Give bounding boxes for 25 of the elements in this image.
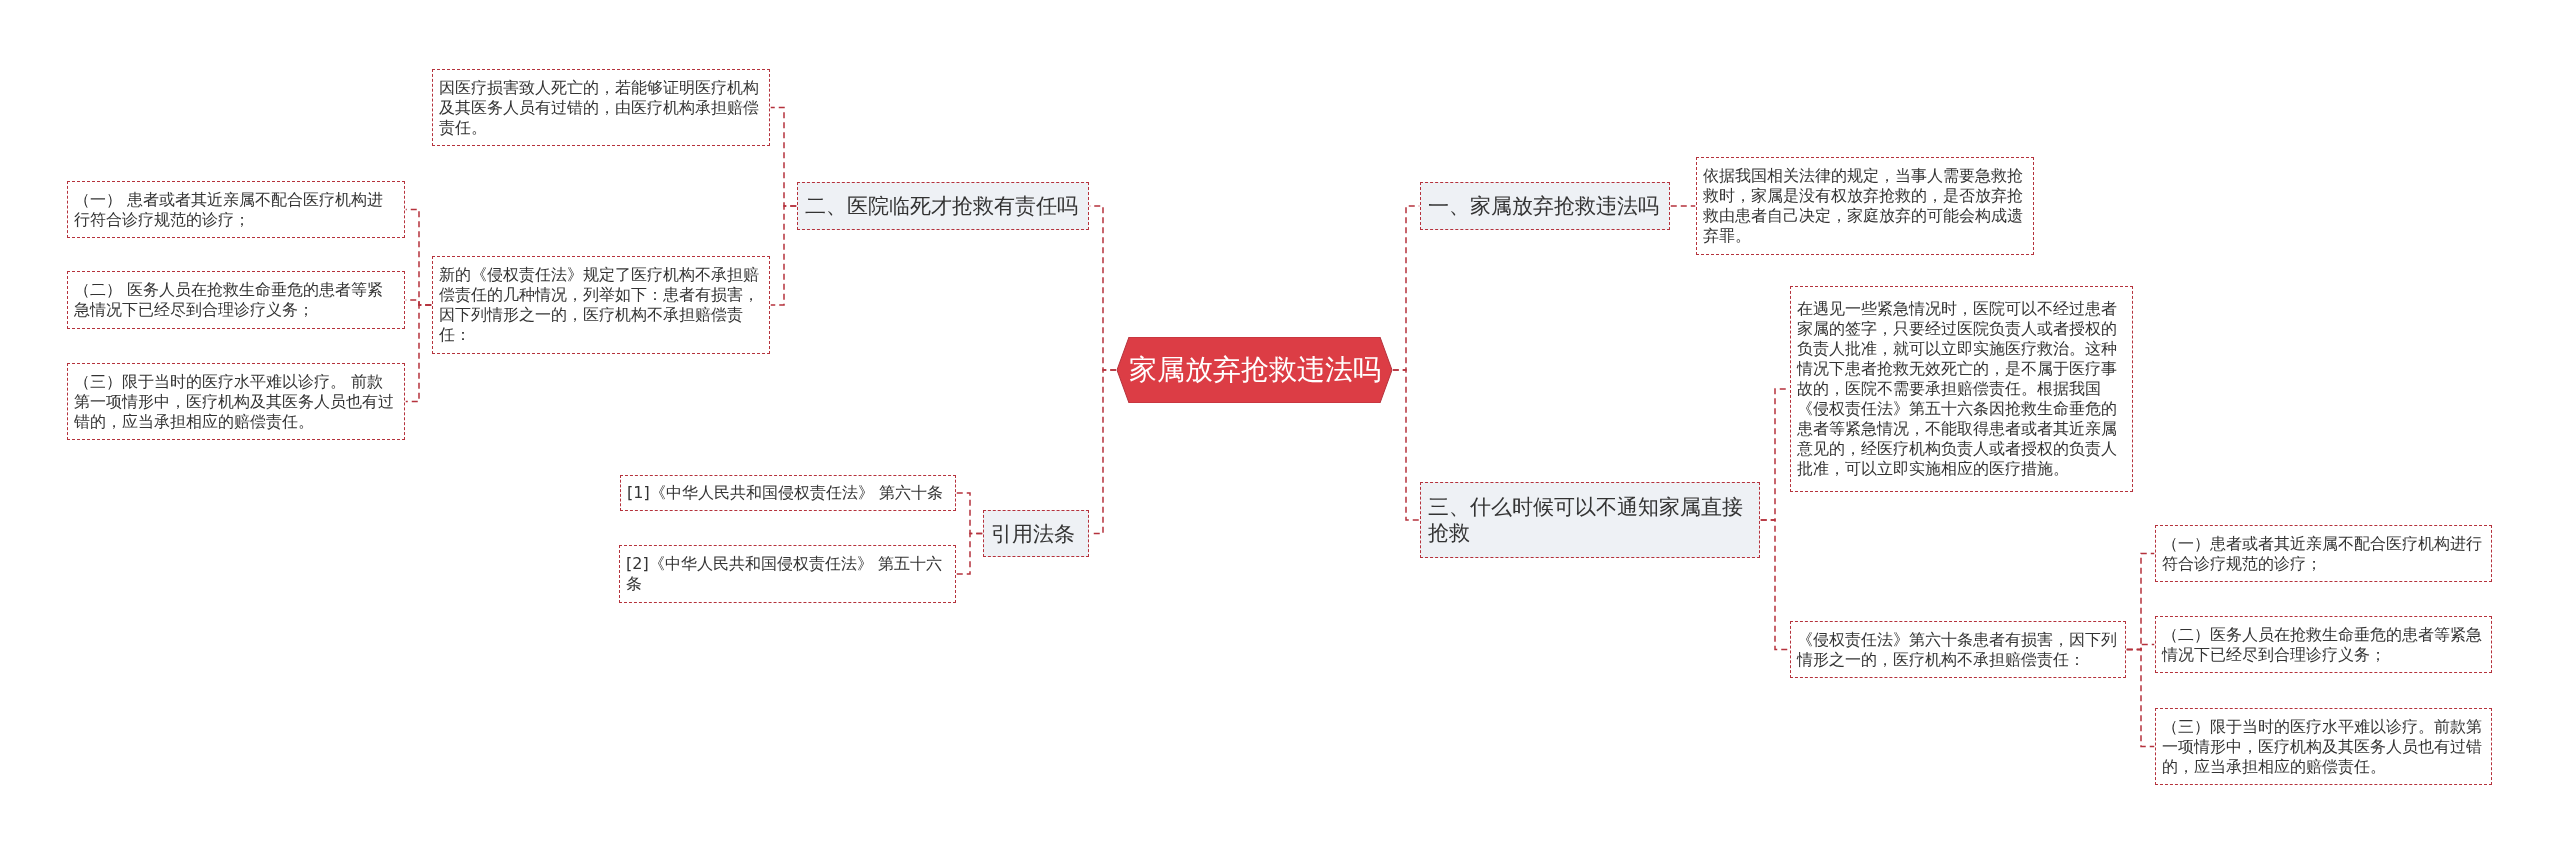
topic-box: 三、什么时候可以不通知家属直接抢救 [1420,482,1760,558]
connector-line [770,205,797,306]
note-box: （一） 患者或者其近亲属不配合医疗机构进行符合诊疗规范的诊疗； [67,181,405,238]
note-box: [2]《中华人民共和国侵权责任法》 第五十六条 [619,545,956,603]
note-box: [1]《中华人民共和国侵权责任法》 第六十条 [620,475,956,511]
connector-line [1760,519,1790,651]
note-box: （二） 医务人员在抢救生命垂危的患者等紧急情况下已经尽到合理诊疗义务； [67,271,405,329]
connector-line [956,532,983,575]
topic-box: 引用法条 [983,510,1089,557]
note-box: 新的《侵权责任法》规定了医疗机构不承担赔偿责任的几种情况，列举如下：患者有损害，因下列情形之一的，医疗机构不承担赔偿责任： [432,256,770,354]
connector-line [2126,648,2155,748]
note-box: （三）限于当时的医疗水平难以诊疗。前款第一项情形中，医疗机构及其医务人员也有过错的，应当承担相应的赔偿责任。 [2155,708,2492,785]
note-box: 依据我国相关法律的规定，当事人需要急救抢救时，家属是没有权放弃抢救的，是否放弃抢救由患者自己决定，家庭放弃的可能会构成遗弃罪。 [1696,157,2034,255]
connector-line [405,304,432,403]
note-box: （二）医务人员在抢救生命垂危的患者等紧急情况下已经尽到合理诊疗义务； [2155,616,2492,673]
connector-line [1670,205,1696,207]
note-box: （一）患者或者其近亲属不配合医疗机构进行符合诊疗规范的诊疗； [2155,525,2492,582]
topic-box: 一、家属放弃抢救违法吗 [1420,182,1670,230]
connector-line [1392,369,1420,521]
topic-box: 二、医院临死才抢救有责任吗 [797,182,1089,230]
note-box: 《侵权责任法》第六十条患者有损害，因下列情形之一的，医疗机构不承担赔偿责任： [1790,621,2126,678]
note-box: 在遇见一些紧急情况时，医院可以不经过患者家属的签字，只要经过医院负责人或者授权的负责人批准，就可以立即实施医疗救治。这种情况下患者抢救无效死亡的，是不属于医疗事故的，医院不需要承担赔偿责任。根据我国《侵权责任法》第五十六条因抢救生命垂危的患者等紧急情况，不能取得患者或者其近亲属意见的，经医疗机构负责人或者授权的负责人批准，可以立即实施相应的医疗措施。 [1790,286,2133,492]
note-box: 因医疗损害致人死亡的，若能够证明医疗机构及其医务人员有过错的，由医疗机构承担赔偿责任。 [432,69,770,146]
note-box: （三）限于当时的医疗水平难以诊疗。 前款第一项情形中，医疗机构及其医务人员也有过错的，应当承担相应的赔偿责任。 [67,363,405,440]
topic-hexagon: 家属放弃抢救违法吗 [1117,337,1392,403]
